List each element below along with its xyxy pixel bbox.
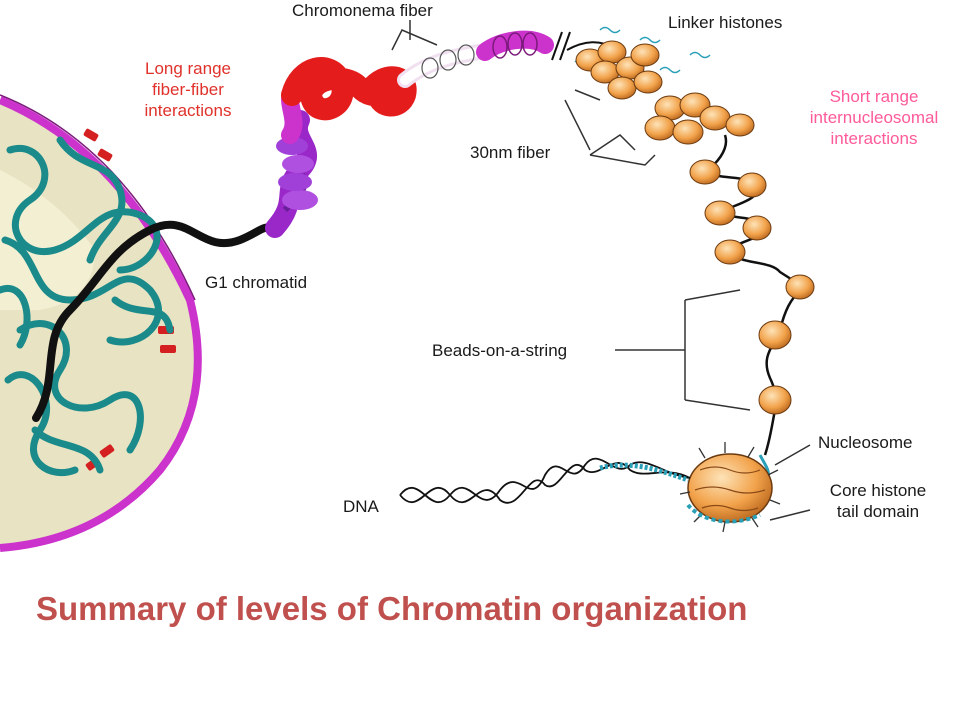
- core-histone-line-2: tail domain: [836, 502, 920, 521]
- long-range-line-2: fiber-fiber: [152, 80, 224, 99]
- long-range-fiber-loops: [281, 57, 417, 121]
- short-range-line-3: interactions: [830, 129, 918, 148]
- leader-lines: [391, 20, 811, 521]
- label-core-histone-tail-domain: Core histone tail domain: [808, 480, 948, 522]
- label-long-range-interactions: Long range fiber-fiber interactions: [118, 58, 258, 121]
- g1-chromatid-fiber: [32, 220, 279, 422]
- label-beads-on-a-string: Beads-on-a-string: [432, 341, 568, 360]
- 30nm-fiber-nucleosomes: [575, 40, 755, 145]
- interphase-chromatin: [0, 136, 174, 477]
- chromonema-tail: [397, 30, 616, 88]
- long-range-line-1: Long range: [144, 59, 232, 78]
- core-histone-line-1: Core histone: [829, 481, 927, 500]
- nuclear-pores: [83, 128, 176, 471]
- slide-caption: Summary of levels of Chromatin organizat…: [36, 590, 748, 627]
- label-g1-chromatid: G1 chromatid: [205, 273, 308, 292]
- beads-on-a-string: [689, 159, 815, 415]
- label-chromonema-fiber: Chromonema fiber: [292, 1, 433, 20]
- label-dna: DNA: [343, 497, 379, 516]
- long-range-line-3: interactions: [144, 101, 232, 120]
- label-short-range-interactions: Short range internucleosomal interaction…: [788, 86, 960, 149]
- label-nucleosome: Nucleosome: [818, 433, 913, 452]
- short-range-line-1: Short range: [829, 87, 919, 106]
- nucleosome-detail: [679, 442, 781, 533]
- dna-double-helix: [399, 457, 691, 504]
- label-linker-histones: Linker histones: [668, 13, 783, 32]
- short-range-line-2: internucleosomal: [809, 108, 939, 127]
- label-30nm-fiber: 30nm fiber: [470, 143, 551, 162]
